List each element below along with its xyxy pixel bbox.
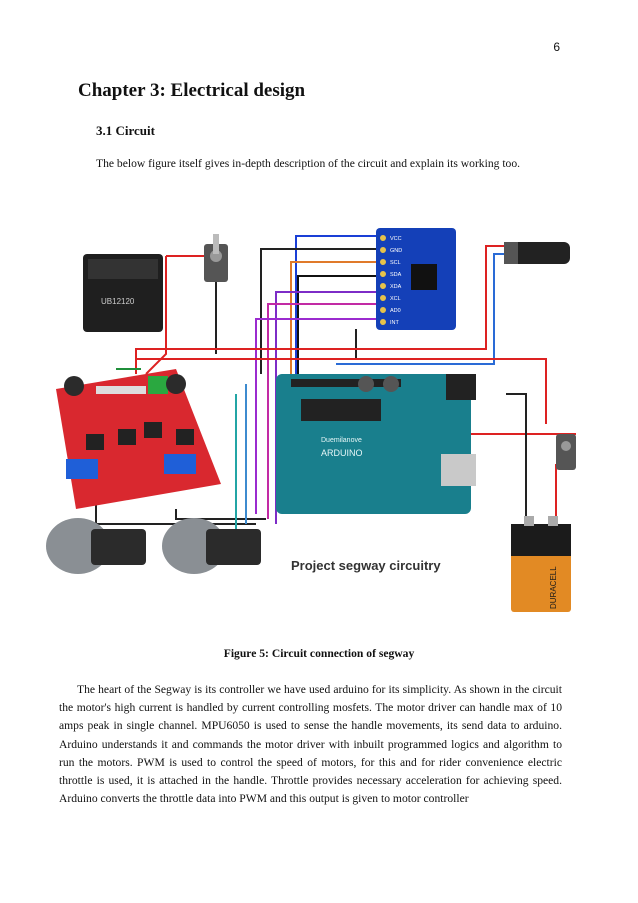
mpu6050-sensor: VCC GND SCL SDA XDA XCL AD0 INT xyxy=(376,228,456,330)
duracell-label: DURACELL xyxy=(549,566,558,609)
toggle-switch-right xyxy=(556,434,576,470)
imu-pin-gnd: GND xyxy=(390,248,402,254)
body-paragraph: The heart of the Segway is its controlle… xyxy=(59,683,562,806)
imu-pin-sda: SDA xyxy=(390,272,402,278)
motor-driver-board xyxy=(56,369,221,509)
figure-caption: Figure 5: Circuit connection of segway xyxy=(223,647,415,660)
figure-overlay-title: Project segway circuitry xyxy=(291,558,441,573)
intro-paragraph: The below figure itself gives in-depth d… xyxy=(96,157,521,170)
page-number: 6 xyxy=(553,40,560,54)
circuit-figure: UB12120 VCC GND SCL SDA XDA XCL AD0 INT xyxy=(46,228,576,612)
imu-pin-xcl: XCL xyxy=(390,296,401,302)
battery-label: UB12120 xyxy=(101,297,135,306)
imu-pin-vcc: VCC xyxy=(390,236,402,242)
throttle-grip xyxy=(504,242,570,264)
imu-pin-int: INT xyxy=(390,320,400,326)
imu-pin-ad0: AD0 xyxy=(390,308,401,314)
battery: UB12120 xyxy=(83,254,163,332)
arduino-label: ARDUINO xyxy=(321,448,363,458)
imu-pin-xda: XDA xyxy=(390,284,402,290)
chapter-title: Chapter 3: Electrical design xyxy=(78,80,306,101)
arduino-board: ARDUINO Duemilanove xyxy=(276,374,476,514)
section-title: 3.1 Circuit xyxy=(96,123,155,138)
imu-pin-scl: SCL xyxy=(390,260,401,266)
motor-right xyxy=(162,518,261,574)
board-label: Duemilanove xyxy=(321,437,362,444)
nine-volt-battery: DURACELL xyxy=(511,516,571,612)
toggle-switch-top xyxy=(204,234,228,282)
motor-left xyxy=(46,518,146,574)
